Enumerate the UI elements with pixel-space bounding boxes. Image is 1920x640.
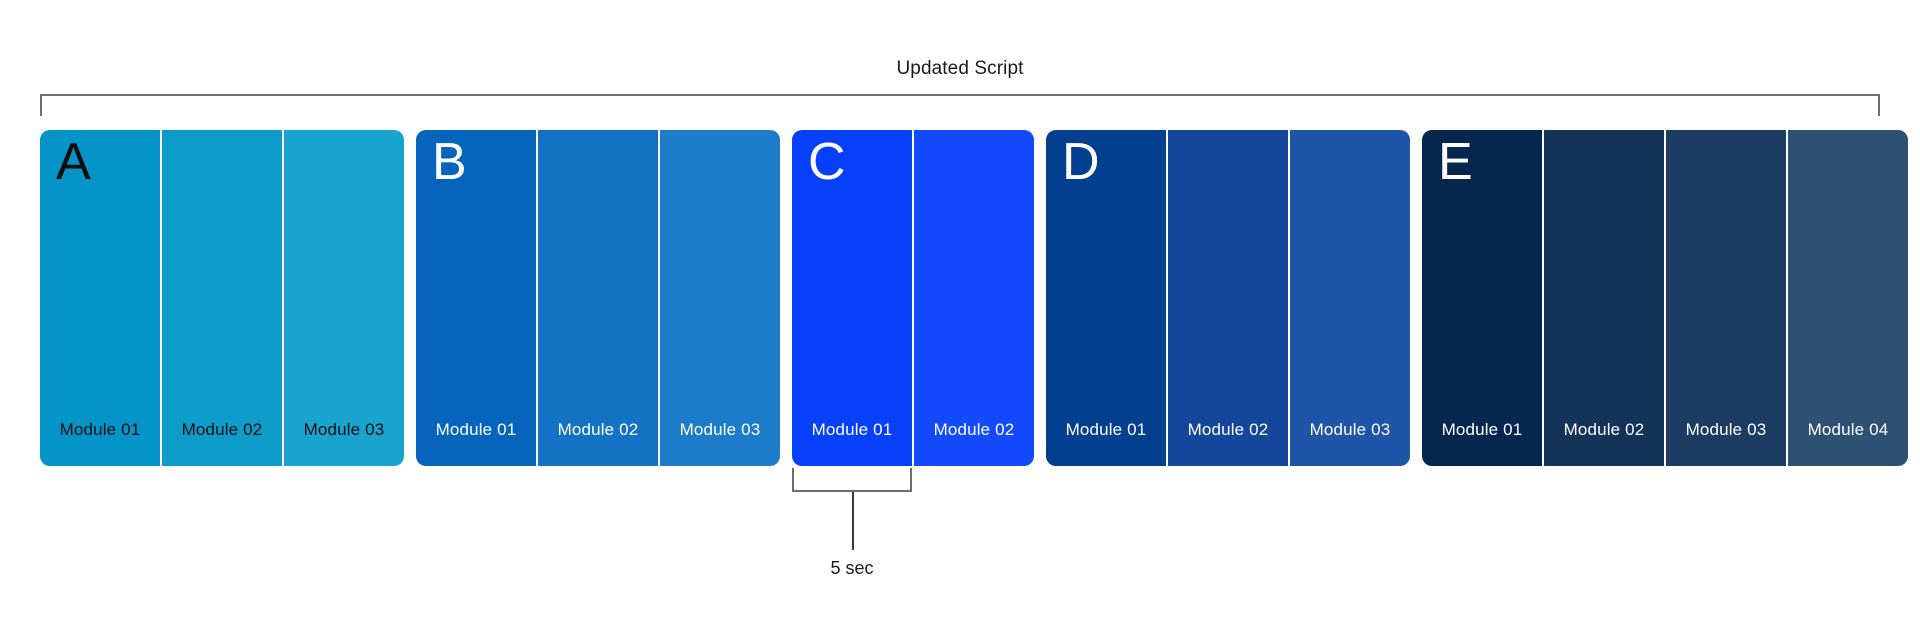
- group-letter: D: [1062, 133, 1101, 191]
- module-group-c: C Module 01 Module 02: [792, 130, 1034, 466]
- module-card[interactable]: Module 04: [1788, 130, 1908, 466]
- module-group-d: D Module 01 Module 02 Module 03: [1046, 130, 1410, 466]
- module-label: Module 01: [435, 420, 517, 439]
- module-group-b: B Module 01 Module 02 Module 03: [416, 130, 780, 466]
- module-card[interactable]: D Module 01: [1046, 130, 1166, 466]
- module-label: Module 02: [1563, 420, 1645, 439]
- module-label: Module 03: [679, 420, 761, 439]
- page-title: Updated Script: [896, 58, 1024, 79]
- group-letter: E: [1438, 133, 1474, 191]
- module-label: Module 01: [1441, 420, 1523, 439]
- module-label: Module 02: [557, 420, 639, 439]
- group-letter: C: [808, 133, 847, 191]
- module-card[interactable]: Module 03: [1290, 130, 1410, 466]
- module-label: Module 01: [811, 420, 893, 439]
- module-card[interactable]: C Module 01: [792, 130, 912, 466]
- module-label: Module 04: [1807, 420, 1889, 439]
- module-label: Module 01: [59, 420, 141, 439]
- group-letter: A: [56, 133, 92, 191]
- overall-span-bracket: [40, 94, 1880, 116]
- module-card[interactable]: B Module 01: [416, 130, 536, 466]
- module-group-e: E Module 01 Module 02 Module 03 Module 04: [1422, 130, 1908, 466]
- module-label: Module 03: [1309, 420, 1391, 439]
- module-card[interactable]: E Module 01: [1422, 130, 1542, 466]
- module-card[interactable]: Module 02: [1544, 130, 1664, 466]
- module-card[interactable]: Module 02: [538, 130, 658, 466]
- module-card[interactable]: Module 03: [660, 130, 780, 466]
- group-letter: B: [432, 133, 468, 191]
- module-label: Module 02: [933, 420, 1015, 439]
- module-card[interactable]: Module 03: [1666, 130, 1786, 466]
- module-card[interactable]: A Module 01: [40, 130, 160, 466]
- duration-callout-stem: [852, 492, 854, 550]
- module-label: Module 02: [1187, 420, 1269, 439]
- module-card[interactable]: Module 02: [914, 130, 1034, 466]
- module-card[interactable]: Module 02: [1168, 130, 1288, 466]
- module-label: Module 03: [1685, 420, 1767, 439]
- module-label: Module 02: [181, 420, 263, 439]
- module-label: Module 03: [303, 420, 385, 439]
- module-label: Module 01: [1065, 420, 1147, 439]
- module-groups-row: A Module 01 Module 02 Module 03 B Module 01 Mo…: [40, 130, 1908, 466]
- duration-callout-bracket: [792, 468, 912, 492]
- module-card[interactable]: Module 03: [284, 130, 404, 466]
- module-card[interactable]: Module 02: [162, 130, 282, 466]
- module-group-a: A Module 01 Module 02 Module 03: [40, 130, 404, 466]
- duration-callout-label: 5 sec: [830, 558, 874, 578]
